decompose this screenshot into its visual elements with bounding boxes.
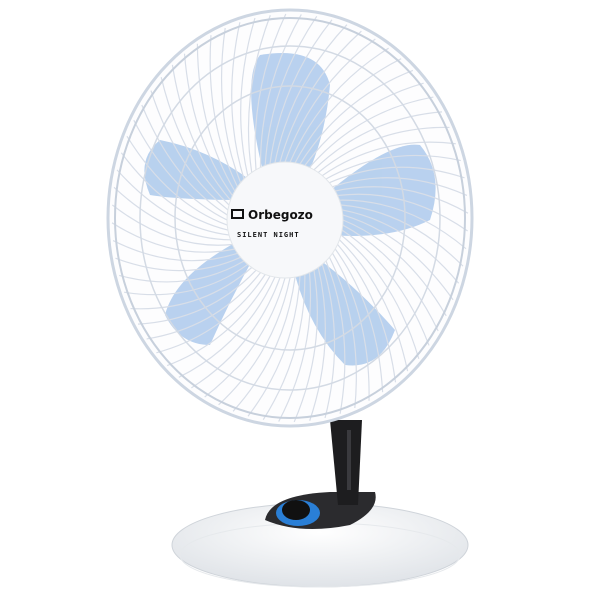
grille-wire: [313, 111, 443, 171]
grille-wire: [111, 204, 233, 246]
brand-logo-icon: [231, 209, 244, 219]
grille-wire: [124, 263, 249, 296]
fan-hub: [226, 161, 344, 279]
grille-wire: [204, 277, 286, 398]
grille-wire: [120, 152, 229, 231]
grille-wire: [294, 58, 402, 164]
grille-wire: [141, 104, 228, 216]
grille-wire: [126, 135, 228, 226]
grille-wire: [112, 240, 238, 262]
grille-wire: [119, 260, 245, 283]
grille-wire: [259, 14, 302, 168]
grille-wire: [269, 19, 333, 165]
grille-wire: [254, 13, 287, 170]
brand-logo-text: Orbegozo: [248, 208, 313, 222]
grille-wire: [178, 276, 276, 378]
grille-wire: [325, 154, 461, 180]
grille-wire: [113, 186, 231, 241]
grille-wire: [160, 77, 230, 206]
grille-wire: [196, 43, 236, 192]
grille-wire: [284, 38, 376, 163]
grille-wire: [137, 269, 257, 325]
grille-wire: [329, 166, 465, 184]
grille-wire: [116, 169, 230, 236]
grille-wire: [289, 47, 389, 163]
grille-wire: [264, 15, 318, 166]
grille-wire: [299, 69, 414, 165]
grille-wire: [321, 141, 456, 177]
grille-wire: [156, 274, 266, 354]
grille-wire: [130, 267, 253, 310]
grille-wire: [209, 35, 239, 187]
grille-wire: [191, 277, 281, 389]
grille-wire: [317, 126, 450, 173]
grille-wire: [133, 119, 228, 221]
grille-wire: [220, 27, 242, 183]
grille-wire: [304, 82, 424, 166]
grille-wire: [183, 53, 233, 196]
grille-wire: [279, 30, 362, 163]
fan-stand-neck: [330, 420, 362, 505]
grille-wire: [111, 222, 235, 253]
grille-wire: [150, 90, 229, 211]
grille-wire: [115, 256, 241, 272]
grille-wire: [146, 272, 261, 340]
grille-wire: [166, 275, 271, 367]
grille-wire: [274, 24, 348, 164]
grille-wire: [171, 64, 231, 201]
model-label: SILENT NIGHT: [237, 231, 300, 239]
grille-wire: [309, 96, 434, 168]
